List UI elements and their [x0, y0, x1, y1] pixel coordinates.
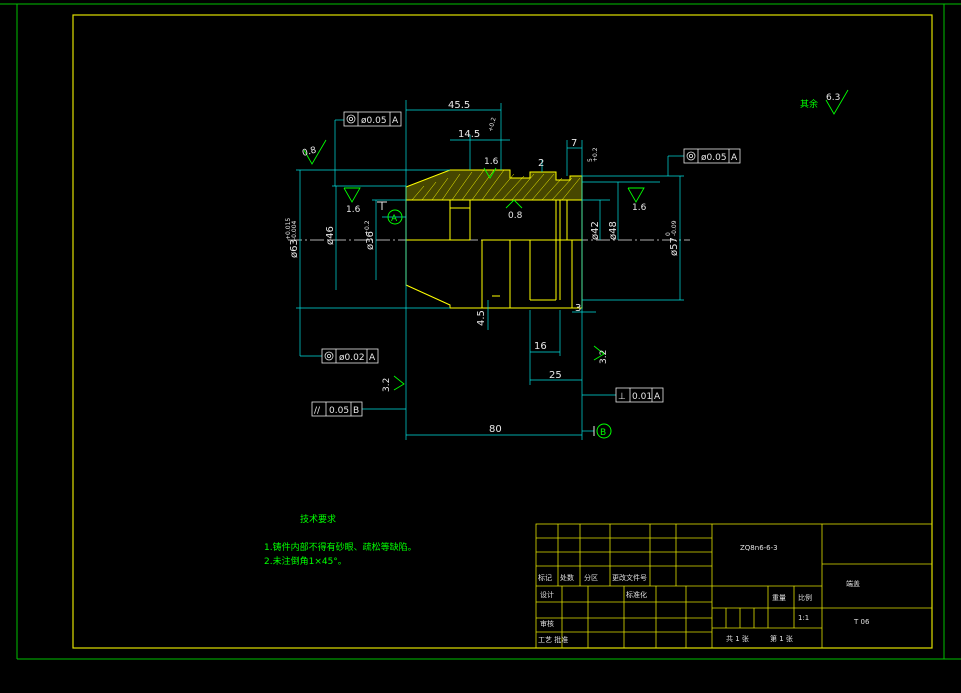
dim-2: 2	[538, 158, 544, 169]
parallel-symbol: //	[314, 406, 321, 416]
dim-dia57-tol-low: -0.09	[671, 220, 678, 236]
datum-a: A	[377, 201, 403, 225]
tolerance-datum: A	[392, 116, 399, 126]
dim-dia36: ø36	[365, 231, 376, 250]
dim-25: 25	[549, 370, 562, 381]
tolerance-value: ø0.05	[361, 116, 387, 126]
part-name: 端盖	[846, 579, 860, 588]
row-zone: 分区	[584, 573, 598, 582]
tolerance-value: ø0.05	[701, 153, 727, 163]
tolerance-frame-top-left: ø0.05 A	[343, 111, 402, 127]
roughness-1-6-right: 1.6	[632, 203, 647, 213]
sheet-frame	[0, 3, 961, 660]
roughness-symbols	[303, 89, 849, 391]
material: T 06	[853, 618, 870, 626]
dim-80: 80	[489, 424, 502, 435]
dim-14-5: 14.5	[458, 129, 480, 140]
tolerance-datum: A	[654, 392, 661, 402]
tolerance-datum: A	[369, 353, 376, 363]
dimension-texts: 45.5 14.5 7 2 80 25 16 3 4.5 ø46 ø63 +0.…	[285, 100, 680, 435]
dim-dia57: ø57	[669, 237, 680, 256]
dim-dia46: ø46	[325, 226, 336, 245]
review-label: 审核	[540, 619, 554, 628]
dim-small-1: +0.2	[487, 116, 498, 132]
roughness-3-2-bottom: 3.2	[382, 378, 392, 392]
notes-line-1: 1.铸件内部不得有砂眼、疏松等缺陷。	[264, 541, 417, 553]
dim-dia63: ø63	[289, 239, 300, 258]
tolerance-frame-bottom-left: ø0.02 A	[321, 348, 379, 364]
row-count: 处数	[560, 573, 574, 582]
datum-a-label: A	[391, 214, 398, 224]
roughness-0-8-bore: 0.8	[508, 211, 523, 221]
sheets-total: 共 1 张	[726, 634, 749, 643]
dim-small-2: 5	[587, 158, 594, 162]
drawing-number: ZQ8n6-6-3	[740, 544, 778, 552]
dim-dia63-tol-low: -0.004	[291, 220, 298, 240]
tolerance-frame-top-right: ø0.05 A	[683, 148, 741, 164]
roughness-1-6-b: 1.6	[484, 157, 499, 167]
tolerance-value: 0.01	[632, 392, 652, 402]
tolerance-datum: B	[353, 406, 359, 416]
row-doc: 更改文件号	[612, 573, 647, 582]
craft-label: 工艺 批准	[538, 635, 568, 644]
dim-small-3: +0.2	[592, 147, 599, 162]
dim-dia48: ø48	[608, 221, 619, 240]
dim-16: 16	[534, 341, 547, 352]
roughness-rest-value: 6.3	[826, 93, 840, 103]
roughness-0-8-left: 0.8	[301, 145, 318, 158]
dim-dia36-tol: +0.2	[364, 220, 371, 235]
datum-b: B	[593, 423, 612, 439]
scale-label: 比例	[798, 593, 812, 602]
sheet-number: 第 1 张	[770, 634, 793, 643]
roughness-3-2-right: 3.2	[599, 350, 609, 364]
notes-title: 技术要求	[300, 513, 336, 525]
roughness-1-6-a: 1.6	[346, 205, 361, 215]
roughness-texts: 0.8 1.6 1.6 0.8 1.6 3.2 3.2 其余 6.3	[301, 93, 840, 392]
tolerance-value: ø0.02	[339, 353, 365, 363]
technical-notes: 技术要求 1.铸件内部不得有砂眼、疏松等缺陷。 2.未注倒角1×45°。	[264, 513, 417, 567]
standard-label: 标准化	[626, 590, 647, 599]
title-block-texts: ZQ8n6-6-3 端盖 T 06 重量 比例 1:1 共 1 张 第 1 张 …	[538, 544, 870, 644]
tolerance-frame-parallel: // 0.05 B	[311, 401, 363, 417]
hatching	[411, 169, 581, 201]
design-label: 设计	[540, 590, 554, 599]
perpendicular-symbol: ⊥	[618, 392, 626, 402]
dim-dia63-tol-up: +0.015	[285, 218, 292, 240]
tolerance-datum: A	[731, 153, 738, 163]
dim-dia57-tol-up: 0	[665, 232, 672, 236]
row-mark: 标记	[538, 573, 552, 582]
notes-line-2: 2.未注倒角1×45°。	[264, 555, 347, 567]
tolerance-value: 0.05	[329, 406, 349, 416]
title-block	[535, 523, 933, 649]
tolerance-frame-perpendicular: ⊥ 0.01 A	[615, 387, 664, 403]
part-section	[405, 169, 583, 309]
roughness-rest-label: 其余	[800, 98, 818, 110]
dimension-lines	[296, 100, 684, 440]
dim-4-5: 4.5	[476, 310, 487, 326]
scale-value: 1:1	[798, 614, 809, 622]
datum-b-label: B	[600, 428, 606, 438]
weight-label: 重量	[772, 594, 786, 602]
dim-45-5: 45.5	[448, 100, 470, 111]
dim-7: 7	[571, 138, 577, 149]
dim-dia42: ø42	[590, 221, 601, 240]
dim-3: 3	[575, 303, 581, 314]
